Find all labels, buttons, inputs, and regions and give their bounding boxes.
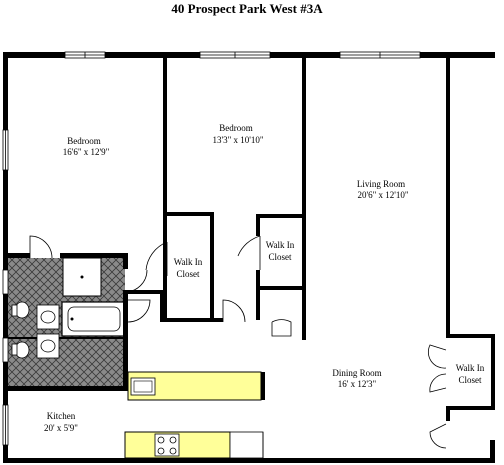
walls: [3, 52, 495, 463]
burner-3: [157, 447, 165, 455]
kitchen-name: Kitchen: [47, 411, 76, 421]
burner-2: [169, 436, 177, 444]
dining-room-dims: 16' x 12'3": [338, 379, 377, 389]
bedroom-1-dims: 16'6" x 12'9": [63, 147, 110, 157]
windows: [2, 51, 421, 446]
closet-3-line2: Closet: [458, 375, 482, 385]
dining-room-name: Dining Room: [332, 368, 381, 378]
doors: [29, 235, 447, 458]
bedroom-1-name: Bedroom: [67, 136, 101, 146]
bathtub-drain: [70, 317, 74, 321]
closet-2-line1: Walk In: [266, 240, 295, 250]
kitchen-sink: [130, 377, 156, 396]
closet-1-line1: Walk In: [174, 257, 203, 267]
burner-1: [157, 436, 165, 444]
closet-1-line2: Closet: [176, 269, 200, 279]
bathtub-basin: [67, 306, 121, 332]
bedroom-2-name: Bedroom: [219, 123, 253, 133]
sink-2: [40, 339, 56, 353]
toilet-tank-2: [11, 343, 18, 356]
burner-4: [169, 447, 177, 455]
refrigerator: [229, 431, 264, 459]
living-room-dims: 20'6" x 12'10": [357, 190, 408, 200]
sink-1: [40, 310, 56, 324]
plan-title: 40 Prospect Park West #3A: [171, 1, 323, 16]
toilet-tank-1: [11, 304, 18, 317]
kitchen-dims: 20' x 5'9": [44, 423, 78, 433]
shower-drain: [80, 275, 84, 279]
stove: [154, 433, 180, 457]
kitchen-sink-basin: [133, 380, 153, 393]
bedroom-2-dims: 13'3" x 10'10": [212, 135, 263, 145]
closet-2-line2: Closet: [268, 252, 292, 262]
closet-3-line1: Walk In: [456, 363, 485, 373]
living-room-name: Living Room: [357, 179, 405, 189]
